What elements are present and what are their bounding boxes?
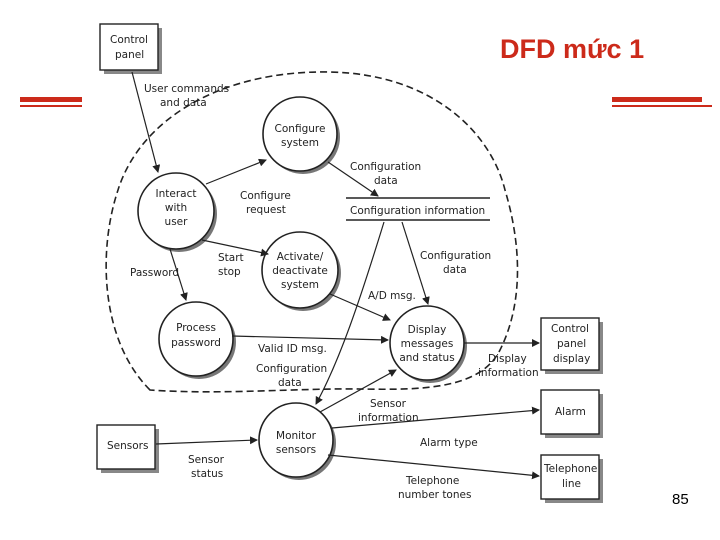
flow-label: Sensor (370, 398, 407, 410)
process-label: Interact (156, 188, 197, 200)
decorative-rules (20, 97, 712, 107)
flow-config-store-to-monitor (315, 221, 385, 405)
flow-label: Configuration (256, 363, 327, 375)
entity-telephone-line: Telephone line (540, 454, 603, 503)
entity-label: panel (557, 338, 586, 350)
process-label: Activate/ (277, 251, 324, 263)
process-monitor-sensors: Monitor sensors (258, 402, 336, 480)
slide-title: DFD mức 1 (500, 34, 645, 64)
data-store: Configuration information (346, 197, 490, 221)
data-store-label: Configuration information (350, 205, 485, 217)
flow-user-commands (131, 71, 161, 173)
flow-valid-id (231, 335, 389, 344)
flow-label: request (246, 204, 286, 216)
data-flows (131, 71, 540, 480)
flow-label: Password (130, 267, 179, 279)
flow-label: Sensor (188, 454, 225, 466)
flow-label: stop (218, 266, 241, 278)
process-label: with (165, 202, 187, 214)
process-label: Display (408, 324, 447, 336)
process-label: system (281, 137, 319, 149)
process-configure-system: Configure system (262, 96, 340, 174)
flow-label: User commands (144, 83, 229, 95)
entity-label: Control (551, 323, 589, 335)
entity-control-panel-display: Control panel display (540, 317, 603, 374)
flow-password (169, 248, 188, 301)
process-label: password (171, 337, 221, 349)
process-label: user (165, 216, 189, 228)
flow-label: status (191, 468, 223, 480)
flow-label: Telephone (405, 475, 459, 487)
process-label: Configure (275, 123, 326, 135)
flow-alarm-type (331, 406, 540, 429)
flow-label: Valid ID msg. (258, 343, 327, 355)
process-label: Monitor (276, 430, 317, 442)
flow-configuration-data-top (327, 161, 379, 197)
process-display-messages: Display messages and status (389, 305, 467, 383)
entity-label: line (562, 478, 581, 490)
entity-label: panel (115, 49, 144, 61)
flow-label: A/D msg. (368, 290, 416, 302)
flow-label: Configuration (420, 250, 491, 262)
process-activate-deactivate: Activate/ deactivate system (261, 231, 341, 311)
entity-alarm: Alarm (540, 389, 603, 438)
entity-label: display (553, 353, 590, 365)
flow-configure-request (205, 158, 267, 185)
process-interact-with-user: Interact with user (137, 172, 217, 252)
flow-label: data (374, 175, 398, 187)
flow-sensor-information (319, 369, 397, 413)
flow-label: Configure (240, 190, 291, 202)
page-number: 85 (672, 491, 689, 508)
flow-configuration-data-right (401, 221, 430, 305)
system-boundary (105, 71, 519, 393)
flow-label: data (443, 264, 467, 276)
flow-label: Configuration (350, 161, 421, 173)
entity-label: Sensors (107, 440, 148, 452)
flow-label: number tones (398, 489, 471, 501)
flow-label: information (358, 412, 419, 424)
process-process-password: Process password (158, 301, 236, 379)
entity-control-panel: Control panel (99, 23, 162, 74)
process-label: and status (399, 352, 454, 364)
process-label: deactivate (272, 265, 328, 277)
entity-label: Control (110, 34, 148, 46)
process-label: messages (401, 338, 454, 350)
flow-label: and data (160, 97, 207, 109)
flow-label: information (478, 367, 539, 379)
flow-ad-msg (329, 293, 391, 321)
flow-label: Alarm type (420, 437, 478, 449)
flow-start-stop (201, 239, 269, 257)
process-label: system (281, 279, 319, 291)
process-label: Process (176, 322, 216, 334)
entity-sensors: Sensors (96, 424, 159, 473)
flow-sensor-status (155, 436, 258, 445)
entity-label: Telephone (543, 463, 597, 475)
flow-telephone-tones (327, 454, 540, 480)
flow-labels: User commands and data Configuration dat… (130, 83, 539, 501)
flow-label: Display (488, 353, 527, 365)
flow-label: Start (218, 252, 244, 264)
flow-label: data (278, 377, 302, 389)
entity-label: Alarm (555, 406, 586, 418)
process-label: sensors (276, 444, 316, 456)
